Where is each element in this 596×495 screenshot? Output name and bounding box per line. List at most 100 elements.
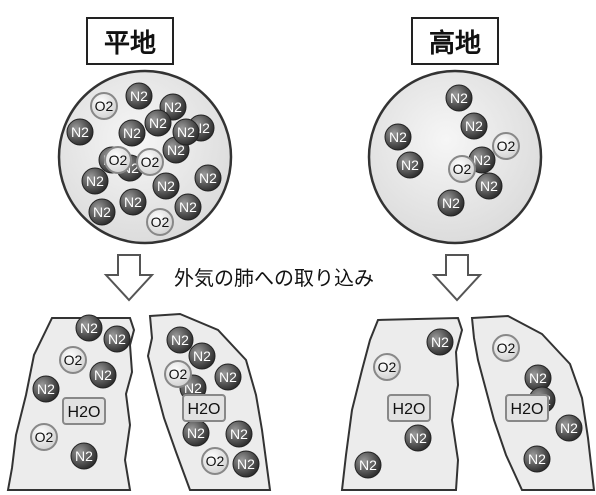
water-molecule-box: H2O	[62, 397, 106, 425]
nitrogen-molecule: N2	[384, 123, 412, 151]
n2-label: N2	[359, 457, 377, 473]
n2-label: N2	[480, 178, 498, 194]
oxygen-molecule: O2	[448, 155, 476, 183]
n2-label: N2	[473, 152, 491, 168]
n2-label: N2	[75, 448, 93, 464]
o2-label: O2	[169, 366, 188, 382]
nitrogen-molecule: N2	[89, 361, 117, 389]
nitrogen-molecule: N2	[166, 326, 194, 354]
h2o-label: H2O	[511, 401, 544, 418]
n2-label: N2	[164, 99, 182, 115]
nitrogen-molecule: N2	[460, 112, 488, 140]
o2-label: O2	[378, 359, 397, 375]
n2-label: N2	[389, 129, 407, 145]
n2-label: N2	[237, 456, 255, 472]
o2-label: O2	[95, 98, 114, 114]
nitrogen-molecule: N2	[88, 198, 116, 226]
nitrogen-molecule: N2	[75, 314, 103, 342]
n2-label: N2	[184, 380, 202, 396]
nitrogen-molecule: N2	[437, 189, 465, 217]
n2-label: N2	[171, 332, 189, 348]
n2-label: N2	[86, 173, 104, 189]
nitrogen-molecule: N2	[523, 445, 551, 473]
n2-label: N2	[431, 334, 449, 350]
oxygen-molecule: O2	[30, 423, 58, 451]
water-molecule-box: H2O	[505, 394, 549, 422]
n2-label: N2	[529, 370, 547, 386]
n2-label: N2	[177, 124, 195, 140]
oxygen-molecule: O2	[104, 146, 132, 174]
n2-label: N2	[450, 90, 468, 106]
nitrogen-molecule: N2	[475, 172, 503, 200]
n2-label: N2	[93, 204, 111, 220]
n2-label: N2	[37, 381, 55, 397]
o2-label: O2	[64, 352, 83, 368]
h2o-label: H2O	[68, 404, 101, 421]
nitrogen-molecule: N2	[103, 325, 131, 353]
water-molecule-box: H2O	[182, 394, 226, 422]
n2-label: N2	[124, 194, 142, 210]
nitrogen-molecule: N2	[524, 364, 552, 392]
nitrogen-molecule: N2	[188, 342, 216, 370]
n2-label: N2	[157, 178, 175, 194]
n2-label: N2	[71, 124, 89, 140]
nitrogen-molecule: N2	[225, 420, 253, 448]
nitrogen-molecule: N2	[194, 164, 222, 192]
water-molecule-box: H2O	[387, 394, 431, 422]
nitrogen-molecule: N2	[118, 119, 146, 147]
n2-label: N2	[401, 157, 419, 173]
n2-label: N2	[528, 451, 546, 467]
n2-label: N2	[199, 170, 217, 186]
nitrogen-molecule: N2	[152, 172, 180, 200]
h2o-label: H2O	[188, 401, 221, 418]
oxygen-molecule: O2	[59, 346, 87, 374]
n2-label: N2	[193, 348, 211, 364]
nitrogen-molecule: N2	[70, 442, 98, 470]
n2-label: N2	[167, 142, 185, 158]
o2-label: O2	[141, 154, 160, 170]
nitrogen-molecule: N2	[404, 424, 432, 452]
oxygen-molecule: O2	[201, 447, 229, 475]
o2-label: O2	[497, 138, 516, 154]
nitrogen-molecule: N2	[214, 363, 242, 391]
n2-label: N2	[80, 320, 98, 336]
n2-label: N2	[94, 367, 112, 383]
n2-label: N2	[560, 420, 578, 436]
down-arrow-icon	[103, 254, 155, 302]
nitrogen-molecule: N2	[555, 414, 583, 442]
o2-label: O2	[35, 429, 54, 445]
o2-label: O2	[151, 214, 170, 230]
nitrogen-molecule: N2	[182, 419, 210, 447]
n2-label: N2	[179, 199, 197, 215]
nitrogen-molecule: N2	[354, 451, 382, 479]
caption-air-intake: 外気の肺への取り込み	[174, 266, 374, 290]
o2-label: O2	[109, 152, 128, 168]
n2-label: N2	[219, 369, 237, 385]
o2-label: O2	[453, 161, 472, 177]
down-arrow-icon	[431, 254, 483, 302]
n2-label: N2	[123, 125, 141, 141]
n2-label: N2	[442, 195, 460, 211]
n2-label: N2	[409, 430, 427, 446]
nitrogen-molecule: N2	[119, 188, 147, 216]
oxygen-molecule: O2	[164, 360, 192, 388]
n2-label: N2	[465, 118, 483, 134]
n2-label: N2	[230, 426, 248, 442]
title-highland: 高地	[411, 17, 499, 65]
nitrogen-molecule: N2	[144, 109, 172, 137]
nitrogen-molecule: N2	[232, 450, 260, 478]
n2-label: N2	[187, 425, 205, 441]
oxygen-molecule: O2	[90, 92, 118, 120]
h2o-label: H2O	[393, 401, 426, 418]
o2-label: O2	[497, 340, 516, 356]
nitrogen-molecule: N2	[426, 328, 454, 356]
nitrogen-molecule: N2	[125, 82, 153, 110]
title-lowland: 平地	[86, 17, 174, 65]
n2-label: N2	[108, 331, 126, 347]
oxygen-molecule: O2	[373, 353, 401, 381]
nitrogen-molecule: N2	[172, 118, 200, 146]
oxygen-molecule: O2	[492, 334, 520, 362]
nitrogen-molecule: N2	[445, 84, 473, 112]
nitrogen-molecule: N2	[396, 151, 424, 179]
